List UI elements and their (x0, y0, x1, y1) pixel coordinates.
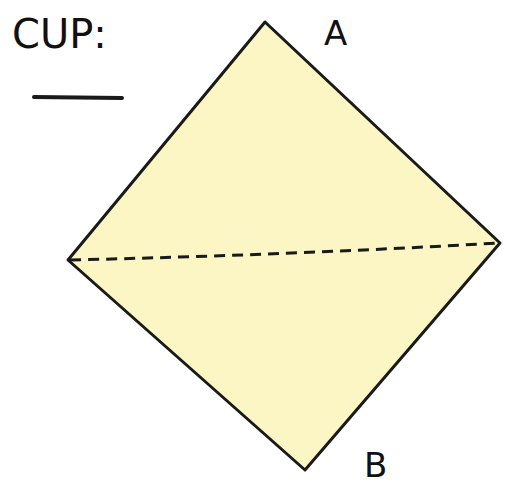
title-underline (34, 97, 122, 98)
corner-label: B (364, 448, 387, 482)
fold-line (70, 243, 498, 260)
diagram-title: CUP: (12, 14, 107, 54)
paper-square (68, 22, 500, 470)
corner-label: A (324, 16, 347, 50)
